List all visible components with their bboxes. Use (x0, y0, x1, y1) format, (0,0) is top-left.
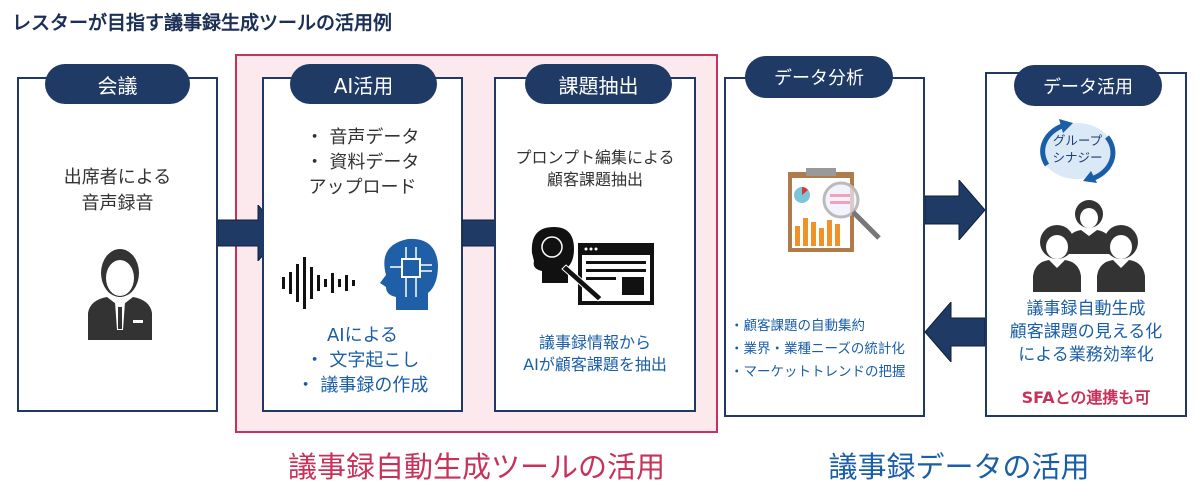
ai-top-line: ・ 資料データ (305, 152, 420, 173)
usage-text: 議事録自動生成 顧客課題の見える化 による業務効率化 (985, 298, 1187, 367)
analysis-label: データ分析 (745, 56, 893, 98)
meeting-text-line: 出席者による (63, 167, 172, 188)
ai-bottom-line: ・ 文字起こし (305, 350, 420, 371)
page-title: レスターが目指す議事録生成ツールの活用例 (12, 12, 393, 34)
extract-top-line: プロンプト編集による (515, 148, 675, 167)
ai-result-text: AIによる ・ 文字起こし ・ 議事録の作成 (262, 323, 463, 398)
analysis-bullet: ・顧客課題の自動集約 (730, 318, 865, 334)
report-analysis-icon (788, 168, 881, 252)
prompt-edit-icon (531, 227, 654, 305)
extract-label: 課題抽出 (525, 64, 672, 104)
meeting-text-line: 音声録音 (81, 193, 154, 214)
sfa-note: SFAとの連携も可 (1021, 388, 1151, 407)
synergy-line: シナジー (1052, 150, 1103, 165)
ai-top-line: ・ 音声データ (305, 127, 420, 148)
arrow-left-icon (924, 302, 985, 362)
extract-top-text: プロンプト編集による 顧客課題抽出 (494, 147, 696, 191)
data-usage-caption: 議事録データの活用 (828, 450, 1090, 484)
extract-bottom-line: AIが顧客課題を抽出 (523, 355, 667, 374)
synergy-text: グループ シナジー (1035, 132, 1120, 166)
usage-label: データ活用 (1014, 65, 1162, 106)
usage-line: による業務効率化 (1018, 345, 1154, 365)
meeting-text: 出席者による 音声録音 (17, 165, 218, 217)
extract-bottom-line: 議事録情報から (538, 333, 651, 352)
meeting-label: 会議 (45, 64, 190, 104)
soundwave-icon (282, 257, 355, 309)
synergy-cycle-icon (1040, 119, 1116, 183)
meeting-box (17, 77, 218, 412)
analysis-bullets: ・顧客課題の自動集約 ・業界・業種ニーズの統計化 ・マーケットトレンドの把握 (730, 315, 906, 384)
extract-bottom-text: 議事録情報から AIが顧客課題を抽出 (494, 332, 696, 376)
ai-upload-text: ・ 音声データ ・ 資料データ アップロード (262, 125, 463, 200)
person-icon (88, 249, 152, 340)
arrow-right-icon (925, 180, 986, 240)
group-people-icon (1033, 200, 1145, 292)
analysis-bullet: ・業界・業種ニーズの統計化 (730, 341, 905, 357)
analysis-bullet: ・マーケットトレンドの把握 (730, 364, 906, 380)
usage-line: 顧客課題の見える化 (1009, 322, 1163, 342)
synergy-line: グループ (1052, 133, 1103, 148)
ai-head-icon (380, 238, 438, 310)
ai-label: AI活用 (290, 64, 437, 104)
usage-line: 議事録自動生成 (1026, 299, 1146, 319)
ai-top-line: アップロード (308, 177, 417, 198)
ai-bottom-line: AIによる (326, 325, 399, 346)
extract-top-line: 顧客課題抽出 (546, 170, 643, 189)
ai-bottom-line: ・ 議事録の作成 (296, 375, 429, 396)
tool-usage-caption: 議事録自動生成ツールの活用 (287, 450, 665, 484)
